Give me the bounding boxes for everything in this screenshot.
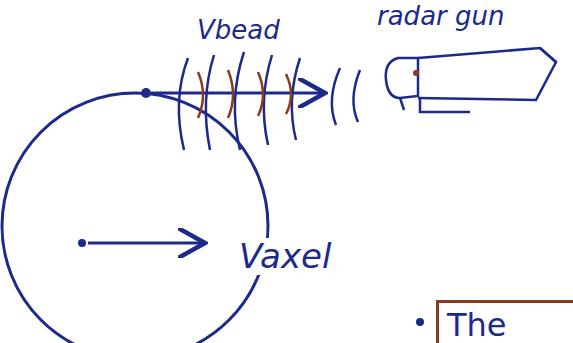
bullet-dot bbox=[416, 318, 424, 326]
bead bbox=[141, 88, 151, 98]
wheel bbox=[2, 93, 268, 343]
wavefronts bbox=[179, 52, 360, 150]
velocity-label: Vbead bbox=[194, 16, 283, 45]
velocity-label: Vaxel bbox=[236, 238, 334, 275]
radar-dot bbox=[413, 70, 419, 76]
reflected-wavefronts bbox=[198, 70, 291, 118]
radar-gun bbox=[386, 48, 556, 112]
note-box: The bbox=[436, 300, 573, 343]
axle-velocity-arrow bbox=[88, 242, 202, 245]
axle bbox=[78, 239, 86, 247]
note-text: The bbox=[447, 309, 573, 341]
device-label: radar gun bbox=[374, 2, 507, 31]
